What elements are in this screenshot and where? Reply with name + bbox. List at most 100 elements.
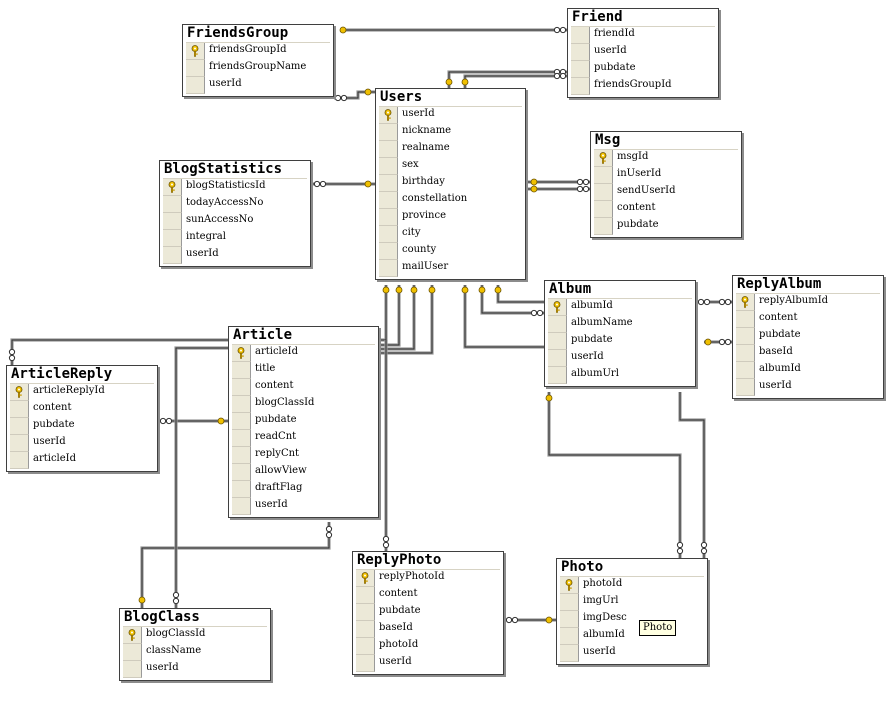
row-selector[interactable]: [163, 179, 182, 196]
row-selector[interactable]: [356, 638, 375, 655]
row-selector[interactable]: [560, 645, 579, 662]
column-row[interactable]: baseId: [736, 345, 880, 362]
column-row[interactable]: albumId: [736, 362, 880, 379]
row-selector[interactable]: [594, 150, 613, 167]
column-row[interactable]: userId: [356, 655, 500, 672]
column-row[interactable]: sex: [379, 158, 522, 175]
row-selector[interactable]: [594, 201, 613, 218]
row-selector[interactable]: [186, 77, 205, 94]
row-selector[interactable]: [594, 218, 613, 235]
row-selector[interactable]: [379, 107, 398, 124]
column-row[interactable]: replyAlbumId: [736, 294, 880, 311]
column-row[interactable]: allowView: [232, 464, 375, 481]
row-selector[interactable]: [123, 627, 142, 644]
column-row[interactable]: friendsGroupId: [186, 43, 330, 60]
table-title[interactable]: ArticleReply: [11, 366, 113, 382]
column-row[interactable]: albumId: [560, 628, 704, 645]
row-selector[interactable]: [10, 384, 29, 401]
column-row[interactable]: replyPhotoId: [356, 570, 500, 587]
column-row[interactable]: title: [232, 362, 375, 379]
row-selector[interactable]: [10, 401, 29, 418]
table-title[interactable]: Msg: [595, 132, 621, 148]
row-selector[interactable]: [736, 362, 755, 379]
row-selector[interactable]: [548, 333, 567, 350]
row-selector[interactable]: [736, 379, 755, 396]
row-selector[interactable]: [379, 243, 398, 260]
table-title[interactable]: FriendsGroup: [187, 25, 289, 41]
table-title[interactable]: BlogStatistics: [164, 161, 283, 177]
column-row[interactable]: content: [736, 311, 880, 328]
column-row[interactable]: city: [379, 226, 522, 243]
row-selector[interactable]: [163, 247, 182, 264]
column-row[interactable]: imgUrl: [560, 594, 704, 611]
column-row[interactable]: pubdate: [736, 328, 880, 345]
column-row[interactable]: userId: [736, 379, 880, 396]
column-row[interactable]: draftFlag: [232, 481, 375, 498]
row-selector[interactable]: [560, 611, 579, 628]
row-selector[interactable]: [571, 78, 590, 95]
row-selector[interactable]: [10, 435, 29, 452]
column-row[interactable]: pubdate: [571, 61, 715, 78]
column-row[interactable]: photoId: [560, 577, 704, 594]
column-row[interactable]: className: [123, 644, 267, 661]
row-selector[interactable]: [356, 587, 375, 604]
table-title[interactable]: ReplyPhoto: [357, 552, 442, 568]
row-selector[interactable]: [548, 367, 567, 384]
row-selector[interactable]: [232, 498, 251, 515]
row-selector[interactable]: [736, 328, 755, 345]
row-selector[interactable]: [232, 481, 251, 498]
column-row[interactable]: todayAccessNo: [163, 196, 307, 213]
row-selector[interactable]: [571, 61, 590, 78]
row-selector[interactable]: [736, 311, 755, 328]
row-selector[interactable]: [571, 44, 590, 61]
column-row[interactable]: nickname: [379, 124, 522, 141]
column-row[interactable]: blogClassId: [232, 396, 375, 413]
column-row[interactable]: userId: [560, 645, 704, 662]
column-row[interactable]: realname: [379, 141, 522, 158]
table-title[interactable]: Photo: [561, 559, 604, 575]
row-selector[interactable]: [379, 260, 398, 277]
row-selector[interactable]: [123, 661, 142, 678]
table-title[interactable]: Album: [549, 281, 592, 297]
column-row[interactable]: userId: [548, 350, 692, 367]
column-row[interactable]: blogClassId: [123, 627, 267, 644]
table-title[interactable]: Article: [233, 327, 293, 343]
row-selector[interactable]: [548, 299, 567, 316]
row-selector[interactable]: [232, 379, 251, 396]
row-selector[interactable]: [571, 27, 590, 44]
column-row[interactable]: pubdate: [548, 333, 692, 350]
row-selector[interactable]: [10, 452, 29, 469]
row-selector[interactable]: [379, 226, 398, 243]
column-row[interactable]: articleReplyId: [10, 384, 154, 401]
row-selector[interactable]: [594, 184, 613, 201]
column-row[interactable]: pubdate: [356, 604, 500, 621]
row-selector[interactable]: [379, 158, 398, 175]
table-title[interactable]: Users: [380, 89, 423, 105]
row-selector[interactable]: [560, 577, 579, 594]
column-row[interactable]: content: [356, 587, 500, 604]
column-row[interactable]: content: [594, 201, 738, 218]
column-row[interactable]: userId: [163, 247, 307, 264]
column-row[interactable]: friendsGroupId: [571, 78, 715, 95]
column-row[interactable]: friendId: [571, 27, 715, 44]
row-selector[interactable]: [548, 316, 567, 333]
column-row[interactable]: articleId: [10, 452, 154, 469]
column-row[interactable]: integral: [163, 230, 307, 247]
column-row[interactable]: albumUrl: [548, 367, 692, 384]
row-selector[interactable]: [736, 294, 755, 311]
row-selector[interactable]: [356, 570, 375, 587]
column-row[interactable]: userId: [379, 107, 522, 124]
row-selector[interactable]: [232, 464, 251, 481]
column-row[interactable]: userId: [123, 661, 267, 678]
row-selector[interactable]: [379, 192, 398, 209]
column-row[interactable]: userId: [10, 435, 154, 452]
row-selector[interactable]: [736, 345, 755, 362]
column-row[interactable]: province: [379, 209, 522, 226]
